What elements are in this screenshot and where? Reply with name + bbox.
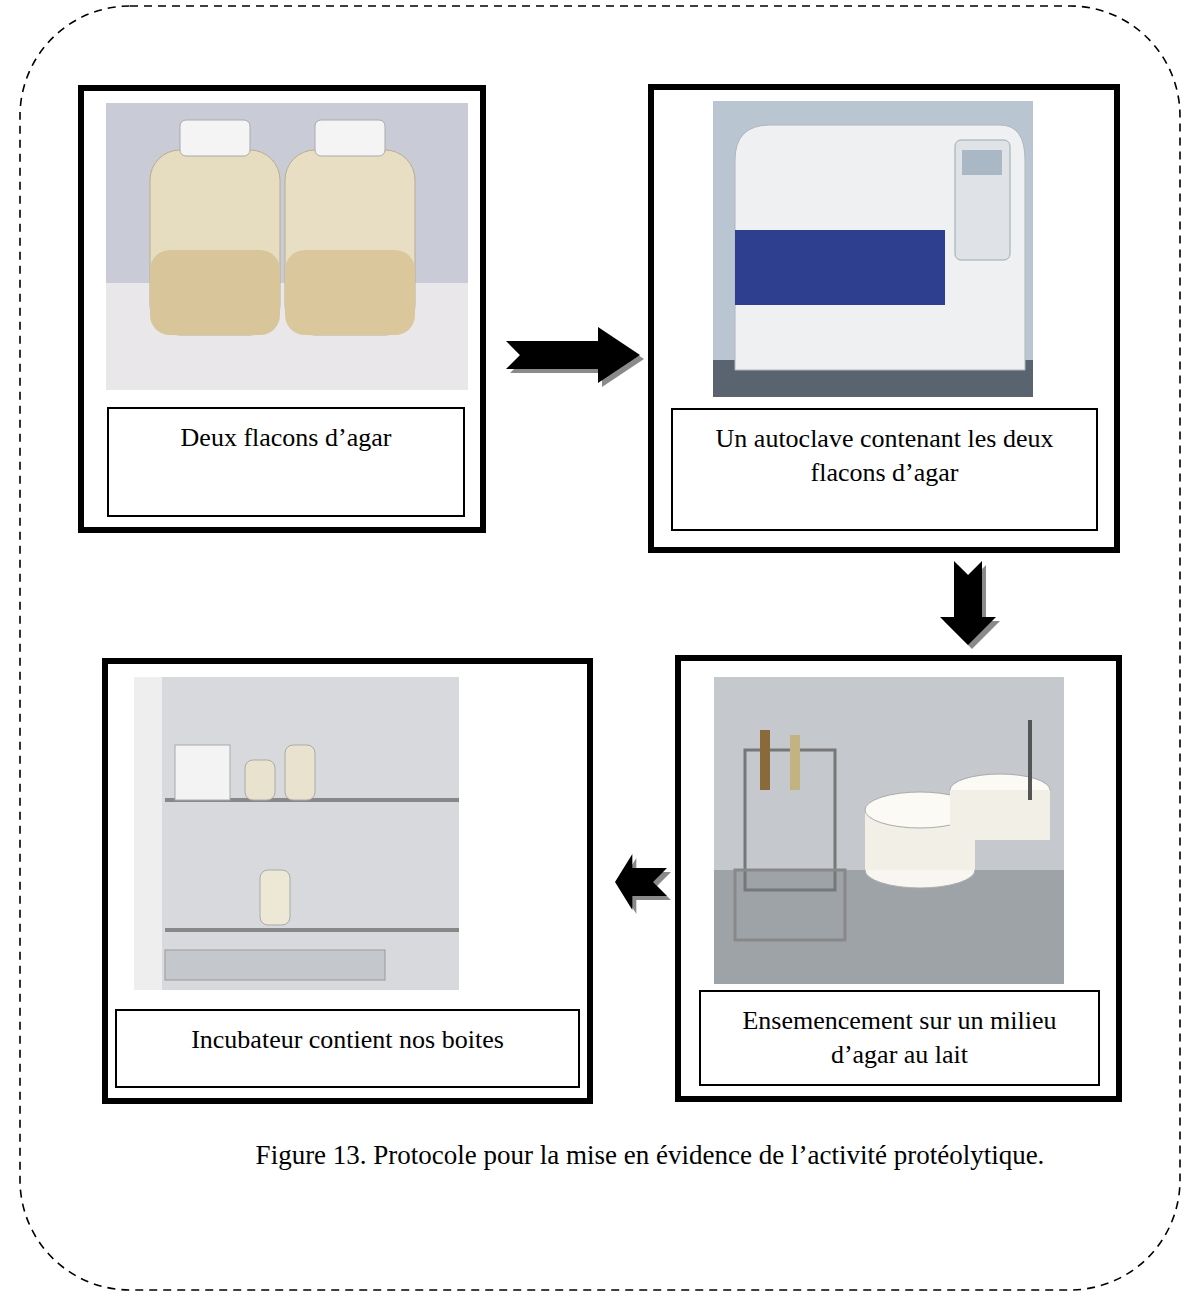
- step-label: Ensemencement sur un milieu d’agar au la…: [699, 990, 1100, 1086]
- connector-group: [940, 561, 1000, 649]
- block-arrow: [615, 854, 667, 910]
- step-label: Un autoclave contenant les deux flacons …: [671, 408, 1098, 531]
- process-box: Deux flacons d’agar: [78, 85, 486, 533]
- block-arrow: [506, 327, 640, 383]
- process-box: Incubateur contient nos boites: [102, 658, 593, 1104]
- step-label: Incubateur contient nos boites: [115, 1009, 580, 1088]
- process-box: Ensemencement sur un milieu d’agar au la…: [675, 655, 1122, 1102]
- dashed-frame: [20, 6, 1180, 1290]
- connector-group: [506, 327, 644, 387]
- connector-group: [615, 854, 671, 914]
- photo-bottles: [106, 103, 468, 390]
- photo-bench: [714, 677, 1064, 984]
- step-label: Deux flacons d’agar: [107, 407, 465, 517]
- photo-autoclave: [713, 101, 1033, 397]
- photo-incubator: [134, 677, 459, 990]
- block-arrow: [940, 561, 996, 645]
- process-box: Un autoclave contenant les deux flacons …: [648, 84, 1120, 553]
- figure-caption: Figure 13. Protocole pour la mise en évi…: [120, 1140, 1180, 1171]
